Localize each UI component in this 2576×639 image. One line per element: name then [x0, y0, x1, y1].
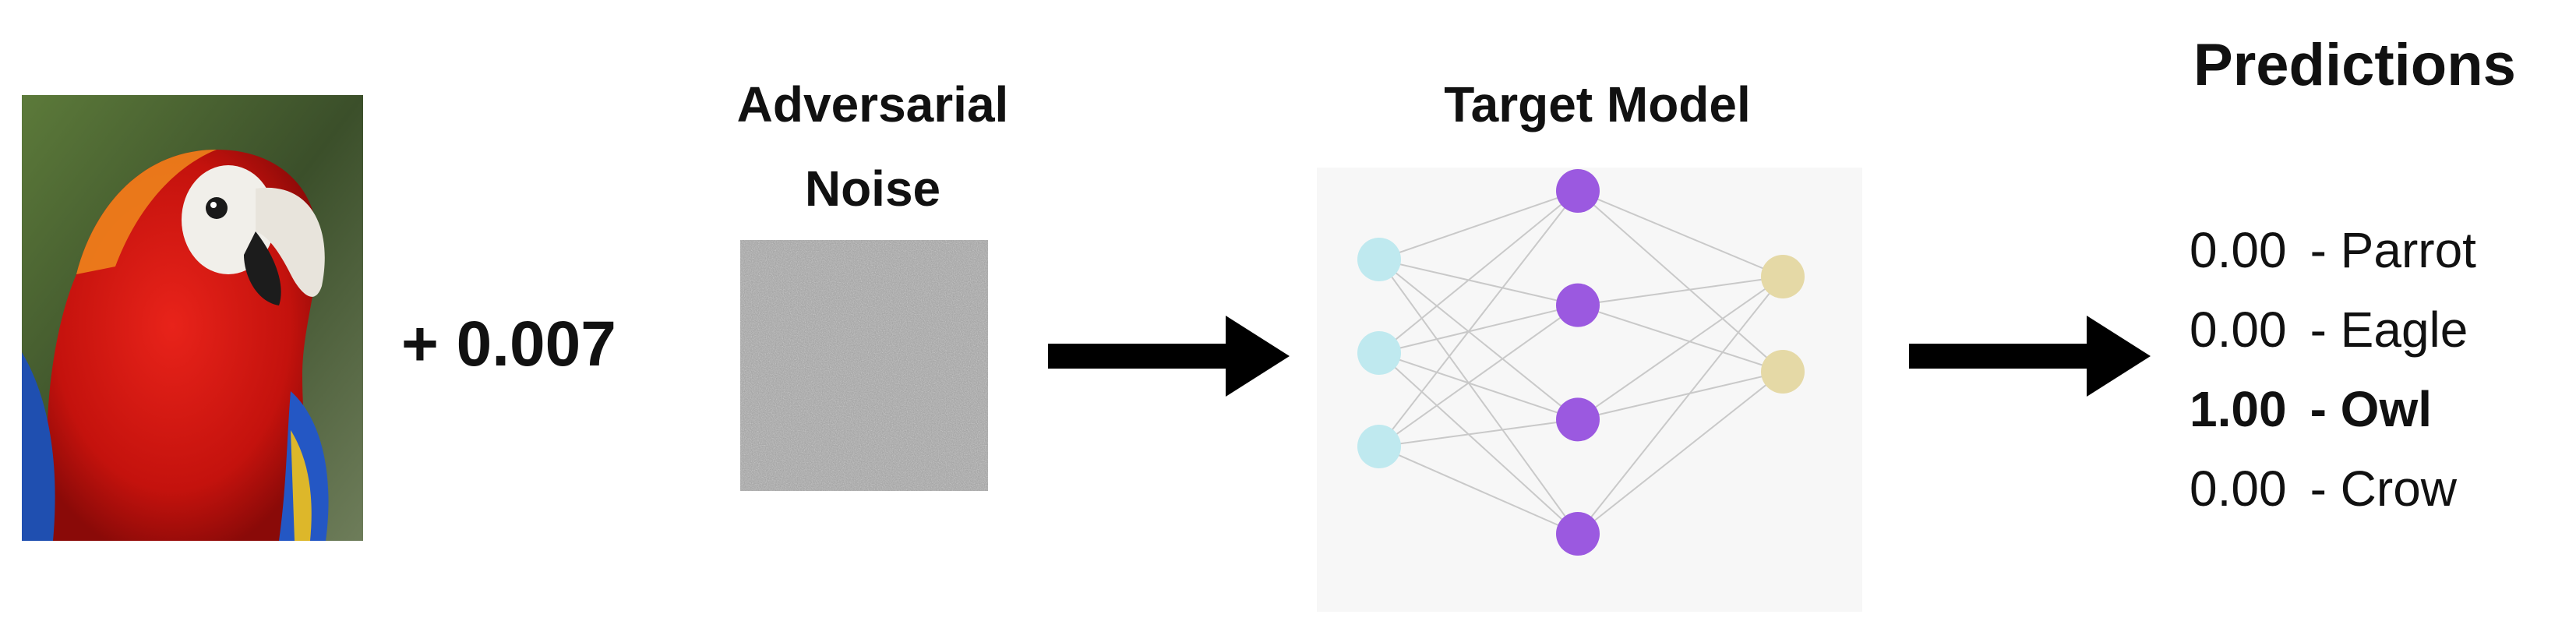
prediction-row: 0.00- Crow — [2190, 449, 2564, 528]
network-node — [1357, 425, 1401, 468]
network-edge — [1378, 352, 1579, 535]
network-edge — [1378, 446, 1579, 535]
network-edge — [1378, 259, 1579, 535]
network-node — [1556, 512, 1600, 556]
network-edge — [1378, 352, 1579, 421]
predictions-list: 0.00- Parrot 0.00- Eagle 1.00- Owl 0.00-… — [2190, 210, 2564, 528]
network-node — [1556, 397, 1600, 442]
arrow-right-icon — [1048, 316, 1290, 397]
prediction-label: Crow — [2340, 461, 2457, 517]
network-edge — [1378, 304, 1579, 354]
network-edge — [1577, 371, 1784, 421]
prediction-label: Eagle — [2340, 302, 2468, 358]
parrot-image — [22, 95, 363, 541]
network-edge — [1577, 276, 1784, 306]
noise-title-line2: Noise — [804, 161, 941, 217]
network-edge — [1577, 304, 1784, 372]
prediction-score: 0.00 — [2190, 302, 2287, 358]
network-edge — [1378, 190, 1579, 260]
prediction-label: Owl — [2340, 381, 2432, 437]
network-node — [1357, 331, 1401, 375]
prediction-row-top: 1.00- Owl — [2190, 369, 2564, 449]
network-node — [1556, 283, 1600, 327]
network-edge — [1378, 304, 1579, 447]
noise-title: Adversarial Noise — [686, 62, 1060, 231]
predictions-title: Predictions — [2193, 32, 2516, 98]
prediction-dash: - — [2310, 461, 2341, 517]
network-node — [1761, 255, 1805, 298]
arrow-right-icon — [1909, 316, 2151, 397]
network-edge — [1378, 418, 1579, 447]
network-edge — [1577, 276, 1784, 421]
model-title: Target Model — [1444, 76, 1751, 132]
prediction-score: 0.00 — [2190, 461, 2287, 517]
prediction-dash: - — [2310, 302, 2341, 358]
network-edge — [1378, 190, 1579, 354]
network-edge — [1378, 190, 1579, 447]
prediction-score: 0.00 — [2190, 222, 2287, 278]
noise-image — [740, 240, 988, 491]
network-edge — [1378, 259, 1579, 306]
noise-title-line1: Adversarial — [736, 76, 1009, 132]
network-edge — [1577, 190, 1784, 372]
noise-coefficient: + 0.007 — [401, 309, 616, 380]
prediction-row: 0.00- Eagle — [2190, 290, 2564, 369]
neural-network-diagram — [1317, 168, 1862, 612]
network-node — [1357, 238, 1401, 281]
prediction-row: 0.00- Parrot — [2190, 210, 2564, 290]
network-edge — [1577, 371, 1784, 535]
network-edge — [1577, 276, 1784, 535]
network-node — [1761, 350, 1805, 394]
prediction-label: Parrot — [2340, 222, 2476, 278]
network-edge — [1378, 259, 1579, 421]
prediction-score: 1.00 — [2190, 381, 2287, 437]
network-node — [1556, 169, 1600, 213]
network-edge — [1577, 190, 1784, 277]
prediction-dash: - — [2310, 222, 2341, 278]
prediction-dash: - — [2310, 381, 2341, 437]
